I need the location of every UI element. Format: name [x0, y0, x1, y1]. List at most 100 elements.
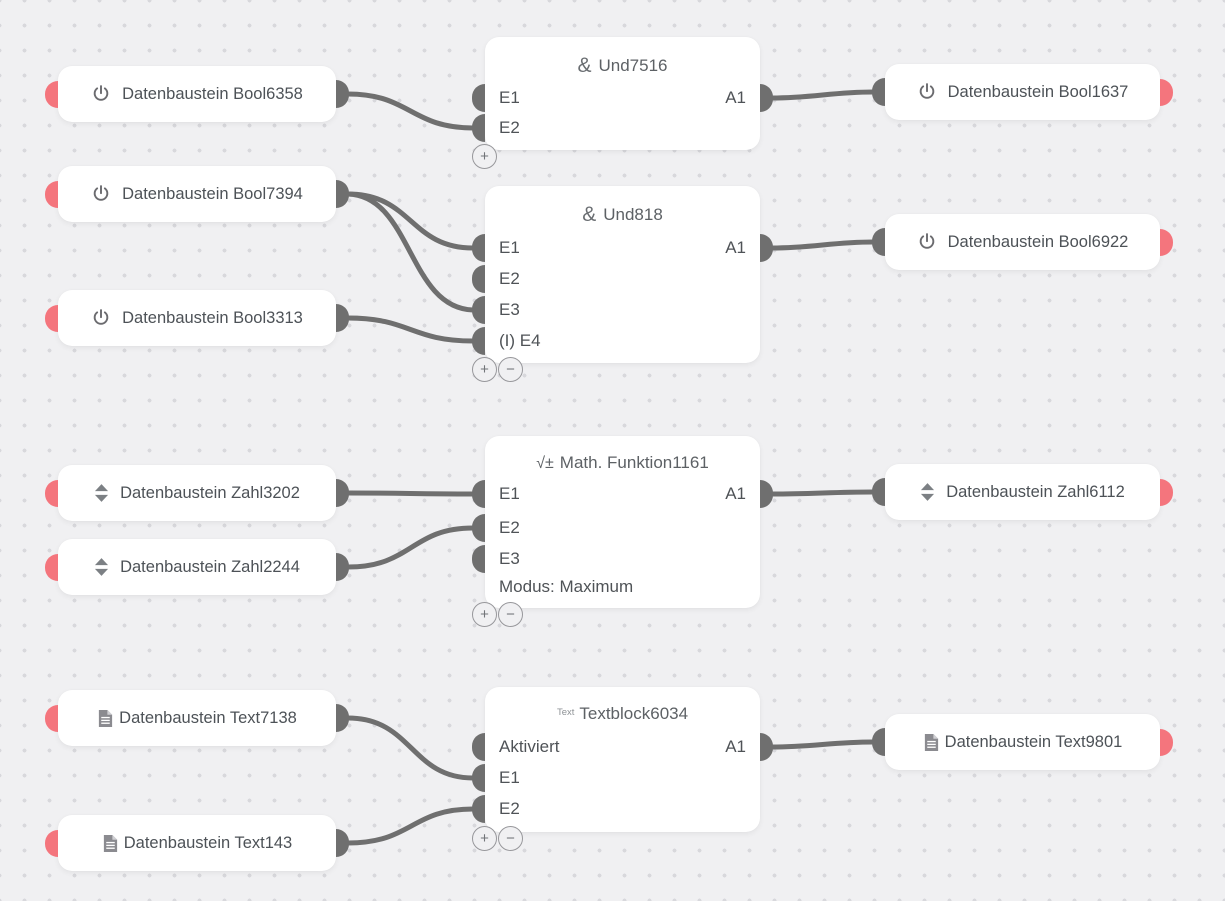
node-label: Datenbaustein Bool7394 [122, 184, 303, 203]
input-port-nub[interactable] [472, 764, 485, 792]
output-port[interactable] [336, 479, 349, 507]
wire-textblock-a1-to-text9801[interactable] [769, 739, 876, 750]
port-e1[interactable]: E1 [472, 764, 520, 792]
port-e1[interactable]: E1 [472, 234, 520, 262]
input-port-nub[interactable] [472, 84, 485, 112]
document-icon [102, 834, 119, 853]
port-e2[interactable]: E2 [472, 265, 520, 293]
block-und7516[interactable]: &Und7516 E1 E2 A1 + [472, 37, 773, 169]
input-port-nub[interactable] [472, 733, 485, 761]
input-port-nub[interactable] [472, 296, 485, 324]
node-datenbaustein-bool6922[interactable]: Datenbaustein Bool6922 [872, 214, 1173, 270]
input-port-nub[interactable] [472, 327, 485, 355]
node-datenbaustein-text143[interactable]: Datenbaustein Text143 [45, 815, 349, 871]
port-aktiviert[interactable]: Aktiviert [472, 733, 559, 761]
block-math-funktion1161[interactable]: √±Math. Funktion1161 E1 E2 E3 Modus: Max… [472, 436, 773, 627]
wire-zahl2244-to-math-e2[interactable] [345, 525, 476, 570]
port-e1[interactable]: E1 [472, 480, 520, 508]
output-port-nub[interactable] [760, 234, 773, 262]
red-connector[interactable] [45, 704, 58, 732]
input-port-nub[interactable] [472, 480, 485, 508]
output-port[interactable] [336, 553, 349, 581]
wire-zahl3202-to-math-e1[interactable] [345, 490, 476, 497]
output-port[interactable] [336, 304, 349, 332]
wire-bool3313-to-und818-e4[interactable] [345, 315, 476, 344]
port-e3[interactable]: E3 [472, 296, 520, 324]
node-datenbaustein-bool3313[interactable]: Datenbaustein Bool3313 [45, 290, 349, 346]
port-a1[interactable]: A1 [725, 234, 773, 262]
node-datenbaustein-text9801[interactable]: Datenbaustein Text9801 [872, 714, 1173, 770]
wire-math-a1-to-zahl6112[interactable] [769, 489, 876, 497]
node-datenbaustein-bool7394[interactable]: Datenbaustein Bool7394 [45, 166, 349, 222]
port-a1[interactable]: A1 [725, 480, 773, 508]
input-port[interactable] [872, 478, 885, 506]
input-port[interactable] [872, 78, 885, 106]
remove-input-button[interactable]: − [498, 826, 523, 851]
output-port-nub[interactable] [760, 733, 773, 761]
wire-text143-to-textblock-e2[interactable] [345, 806, 476, 846]
red-connector[interactable] [45, 180, 58, 208]
wire-bool6358-to-und7516-e2[interactable] [345, 91, 476, 131]
red-connector[interactable] [1160, 478, 1173, 506]
port-a1[interactable]: A1 [725, 733, 773, 761]
input-port-nub[interactable] [472, 795, 485, 823]
input-port-nub[interactable] [472, 114, 485, 142]
remove-input-button[interactable]: − [498, 357, 523, 382]
red-connector[interactable] [45, 479, 58, 507]
node-datenbaustein-zahl2244[interactable]: Datenbaustein Zahl2244 [45, 539, 349, 595]
port-e3[interactable]: E3 [472, 545, 520, 573]
text-type-icon: Text [556, 707, 575, 718]
red-connector[interactable] [1160, 728, 1173, 756]
input-port-nub[interactable] [472, 234, 485, 262]
output-port[interactable] [336, 180, 349, 208]
red-connector[interactable] [45, 829, 58, 857]
node-datenbaustein-zahl3202[interactable]: Datenbaustein Zahl3202 [45, 465, 349, 521]
add-input-button[interactable]: + [472, 602, 497, 627]
add-input-button[interactable]: + [472, 357, 497, 382]
block-und818[interactable]: &Und818 E1 E2 E3 (I) E4 A1 + − [472, 186, 773, 382]
node-label: Datenbaustein Text143 [123, 833, 293, 852]
output-port[interactable] [336, 80, 349, 108]
output-port-nub[interactable] [760, 84, 773, 112]
input-port[interactable] [872, 228, 885, 256]
document-icon [923, 733, 940, 752]
port-e2[interactable]: E2 [472, 795, 520, 823]
red-connector[interactable] [1160, 228, 1173, 256]
wire-text7138-to-textblock-e1[interactable] [345, 715, 476, 781]
wire-und7516-a1-to-bool1637[interactable] [769, 89, 876, 101]
output-port[interactable] [336, 829, 349, 857]
sort-arrows-icon [94, 484, 109, 502]
input-port-nub[interactable] [472, 514, 485, 542]
port-a1[interactable]: A1 [725, 84, 773, 112]
node-datenbaustein-text7138[interactable]: Datenbaustein Text7138 [45, 690, 349, 746]
port-e2[interactable]: E2 [472, 114, 520, 142]
output-port-nub[interactable] [760, 480, 773, 508]
red-connector[interactable] [1160, 78, 1173, 106]
power-icon [917, 82, 937, 102]
red-connector[interactable] [45, 553, 58, 581]
red-connector[interactable] [45, 304, 58, 332]
add-input-button[interactable]: + [472, 144, 497, 169]
node-label: Datenbaustein Bool1637 [947, 82, 1129, 101]
node-datenbaustein-zahl6112[interactable]: Datenbaustein Zahl6112 [872, 464, 1173, 520]
wire-bool7394-to-und818-e1[interactable] [345, 191, 476, 251]
remove-input-button[interactable]: − [498, 602, 523, 627]
input-port-nub[interactable] [472, 265, 485, 293]
block-title: &Und7516 [577, 54, 668, 77]
input-port-nub[interactable] [472, 545, 485, 573]
node-label: Datenbaustein Zahl3202 [120, 483, 300, 502]
node-datenbaustein-bool1637[interactable]: Datenbaustein Bool1637 [872, 64, 1173, 120]
port-e1[interactable]: E1 [472, 84, 520, 112]
wire-und818-a1-to-bool6922[interactable] [769, 239, 876, 251]
port-e4-inverted[interactable]: (I) E4 [472, 327, 541, 355]
add-input-button[interactable]: + [472, 826, 497, 851]
port-e2[interactable]: E2 [472, 514, 520, 542]
wire-bool7394-to-und818-e3[interactable] [345, 191, 476, 313]
output-port[interactable] [336, 704, 349, 732]
node-datenbaustein-bool6358[interactable]: Datenbaustein Bool6358 [45, 66, 349, 122]
red-connector[interactable] [45, 80, 58, 108]
input-port[interactable] [872, 728, 885, 756]
